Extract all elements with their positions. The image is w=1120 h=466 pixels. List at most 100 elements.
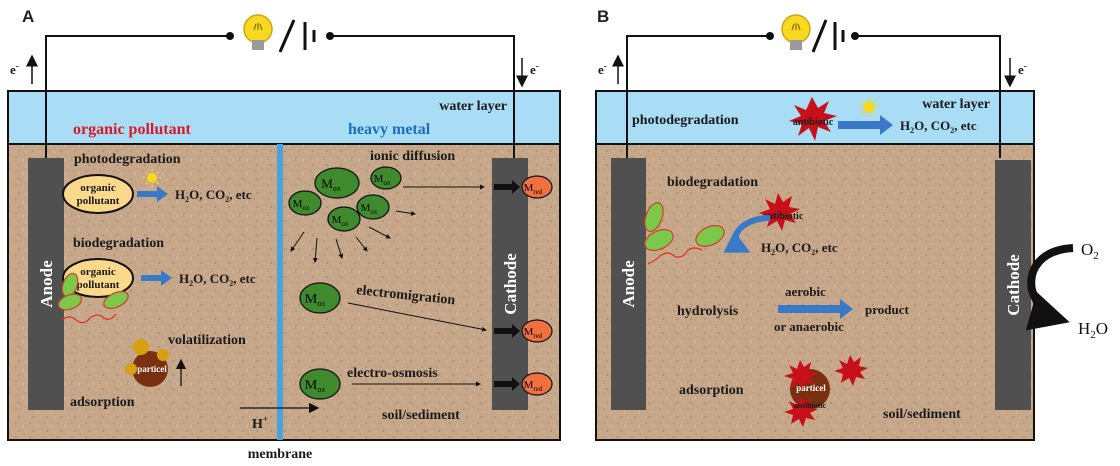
ionic-diffusion-label: ionic diffusion <box>370 149 455 164</box>
antibiotic-label-bio: antibiotic <box>763 211 804 222</box>
aerobic-label: aerobic <box>785 284 826 299</box>
electron-label-left: e- <box>10 61 19 77</box>
svg-text:Mred: Mred <box>524 326 543 340</box>
soil-label-b: soil/sediment <box>883 407 961 422</box>
panel-a-letter: A <box>22 7 34 26</box>
blue-arrow-hydrolysis <box>778 299 853 319</box>
antibiotic-label-adsorb: antibiotic <box>794 401 827 410</box>
biodegradation-label-a: biodegradation <box>73 236 164 251</box>
antibiotic-star-water <box>789 97 837 141</box>
metal-reduced-mred: Mred <box>521 319 553 343</box>
cathode-reduction-arrows <box>494 180 520 391</box>
svg-text:Mox: Mox <box>332 214 349 228</box>
metal-ion-mox: Mox <box>299 282 341 314</box>
cathode-electrode-a <box>492 158 528 410</box>
products-bio-b: H2O, CO2, etc <box>761 240 838 257</box>
svg-text:Mox: Mox <box>305 378 325 394</box>
membrane-bar <box>277 144 283 440</box>
svg-text:Mox: Mox <box>361 202 378 216</box>
proton-label: H+ <box>252 414 268 432</box>
electron-label-left-b: e- <box>598 61 607 77</box>
svg-text:Mox: Mox <box>305 292 325 308</box>
oxygen-reduction-arrow-icon <box>1025 244 1074 331</box>
metal-ion-mox: Mox <box>356 194 390 220</box>
hydrolysis-label: hydrolysis <box>677 304 739 319</box>
photodegradation-label-b: photodegradation <box>632 113 739 128</box>
anaerobic-label: or anaerobic <box>774 319 844 334</box>
soil-label-a: soil/sediment <box>382 408 460 423</box>
heavy-metal-title: heavy metal <box>348 121 431 138</box>
particle-a <box>125 339 169 387</box>
oxygen-label: O2 <box>1081 240 1099 262</box>
diffusion-arrows <box>290 184 485 263</box>
anode-electrode-b <box>611 158 646 410</box>
circuit-a: e- e- <box>10 14 539 155</box>
sun-icon <box>143 169 161 187</box>
svg-text:Mred: Mred <box>524 182 543 196</box>
electro-osmosis-label: electro-osmosis <box>347 366 438 381</box>
antibiotic-label-water: antibiotic <box>793 117 834 128</box>
antibiotic-star-adsorb-3 <box>784 396 818 427</box>
metal-ion-mox: Mox <box>288 190 322 216</box>
panel-b: B e- e- water layer photo <box>595 7 1108 441</box>
anode-label-a: Anode <box>37 260 56 308</box>
photodegradation-label-a: photodegradation <box>74 152 181 167</box>
membrane-label: membrane <box>248 447 313 462</box>
electron-label-right: e- <box>530 61 539 77</box>
metal-ion-mox: Mox <box>299 368 341 400</box>
electron-label-right-b: e- <box>1018 61 1027 77</box>
cathode-label-a: Cathode <box>501 253 520 315</box>
particle-label-b: particel <box>796 383 826 393</box>
metal-reduced-mred: Mred <box>521 372 553 396</box>
antibiotic-star-bio <box>759 193 800 231</box>
bacteria-icon-a <box>61 313 117 324</box>
biodegradation-label-b: biodegradation <box>667 175 758 190</box>
anode-electrode-a <box>28 158 64 410</box>
anode-label-b: Anode <box>619 260 638 308</box>
light-bulb-icon <box>243 14 273 50</box>
switch-slash-icon <box>811 19 828 53</box>
water-layer-a <box>7 90 561 145</box>
battery-icon <box>303 22 316 50</box>
blue-arrow-photo-b <box>838 115 893 135</box>
pollutant-top-line1: organic <box>80 182 116 194</box>
organic-pollutant-title: organic pollutant <box>73 121 191 138</box>
volatilization-label: volatilization <box>168 333 246 348</box>
metal-reduced-mred: Mred <box>521 175 553 199</box>
product-label: product <box>865 302 909 317</box>
battery-icon <box>833 22 845 50</box>
metal-ion-mox: Mox <box>370 166 402 190</box>
antibiotic-star-adsorb-2 <box>834 355 868 386</box>
svg-text:Mox: Mox <box>321 176 341 193</box>
particle-label-a: particel <box>137 364 167 374</box>
products-bio-a: H2O, CO2, etc <box>179 271 256 288</box>
antibiotic-star-adsorb-1 <box>784 360 818 391</box>
electromigration-arrow-icon <box>347 302 487 332</box>
pollutant-top-line2: pollutant <box>77 195 120 207</box>
bacteria-icon-b <box>644 202 725 265</box>
organic-pollutant-bubble-bio <box>62 258 134 298</box>
panel-a: A e- e- water layer <box>7 7 561 462</box>
pollutant-bio-line1: organic <box>80 266 116 278</box>
pollutant-bio-line2: pollutant <box>77 279 120 291</box>
blue-arrow-bio-a <box>141 270 172 286</box>
metal-ion-mox: Mox <box>314 167 360 199</box>
svg-text:Mox: Mox <box>293 198 310 212</box>
water-layer-label-b: water layer <box>922 97 990 112</box>
curved-blue-arrow-bio <box>723 215 771 253</box>
metal-ion-mox: Mox <box>327 206 361 232</box>
metal-ions-cluster: Mox Mox Mox Mox Mox <box>288 166 402 232</box>
svg-text:Mox: Mox <box>374 173 391 187</box>
products-photo-b: H2O, CO2, etc <box>900 118 977 135</box>
panel-b-letter: B <box>597 7 609 26</box>
switch-slash-icon <box>278 19 296 53</box>
adsorption-label-a: adsorption <box>70 395 135 410</box>
products-photo-a: H2O, CO2, etc <box>175 187 252 204</box>
light-bulb-icon <box>781 14 811 50</box>
adsorption-label-b: adsorption <box>679 383 744 398</box>
organic-pollutant-bubble-top <box>62 174 134 214</box>
cathode-label-b: Cathode <box>1004 254 1023 316</box>
cathode-electrode-b <box>995 160 1031 410</box>
water-product-label: H2O <box>1078 319 1108 341</box>
